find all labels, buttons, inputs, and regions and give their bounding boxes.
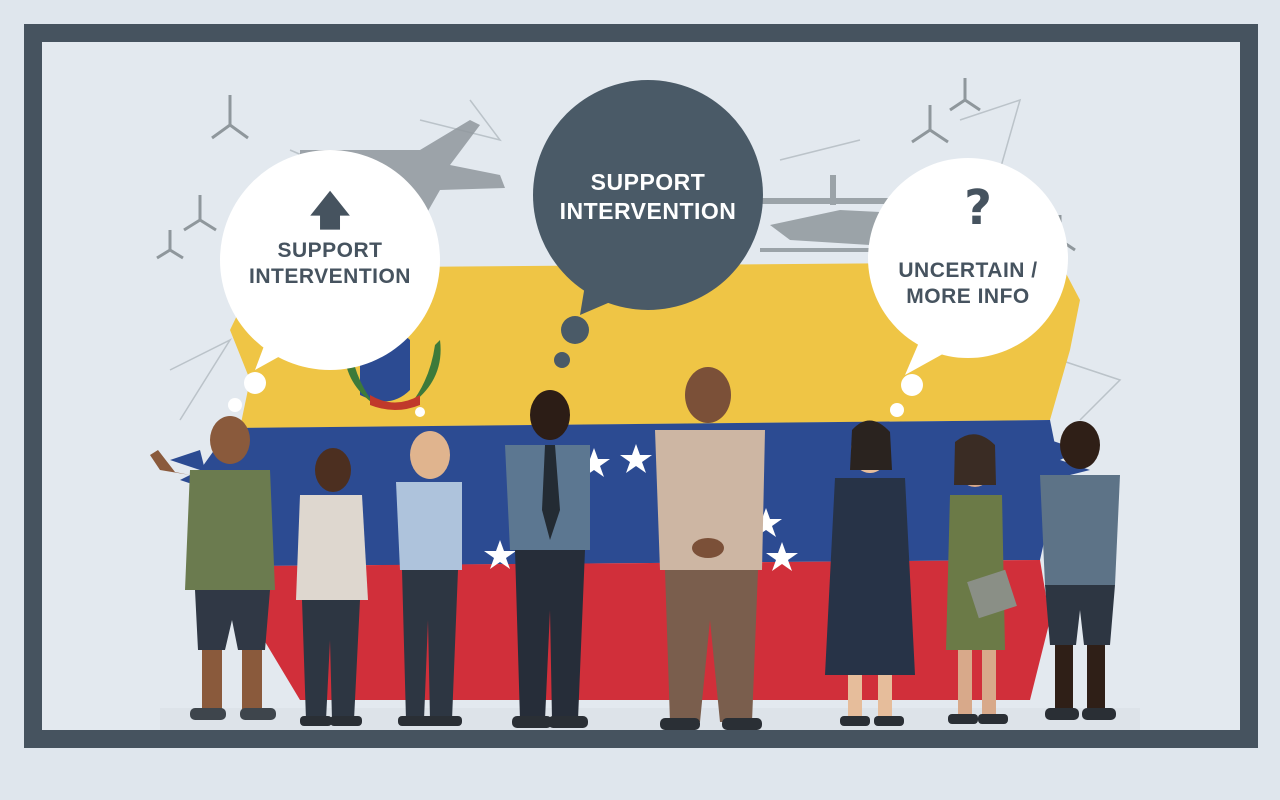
question-mark-icon: ? xyxy=(964,180,992,236)
person xyxy=(396,431,462,726)
bubble-left-line1: SUPPORT xyxy=(277,239,383,262)
helicopter-icon xyxy=(760,175,920,252)
person xyxy=(946,434,1017,724)
bubble-right-line1: UNCERTAIN / xyxy=(898,259,1038,282)
up-arrow-icon: 🡅 xyxy=(309,188,351,234)
speech-bubble-center xyxy=(533,80,763,368)
person xyxy=(1040,421,1120,720)
bubble-center-line2: INTERVENTION xyxy=(559,197,737,224)
person xyxy=(296,448,368,726)
bubble-center-text: SUPPORT INTERVENTION xyxy=(538,168,758,226)
bubble-left-text: SUPPORT INTERVENTION xyxy=(230,238,430,291)
person xyxy=(655,367,765,730)
speech-bubble-left xyxy=(220,150,440,412)
star-icon xyxy=(484,444,798,571)
bubble-center-line1: SUPPORT xyxy=(590,169,706,195)
bubble-right-line2: MORE INFO xyxy=(906,285,1030,309)
fighter-jet-icon xyxy=(300,120,505,225)
person xyxy=(505,390,590,728)
person xyxy=(150,416,276,720)
bubble-left-line2: INTERVENTION xyxy=(249,265,411,289)
bubble-right-text: UNCERTAIN / MORE INFO xyxy=(878,258,1058,311)
person xyxy=(825,420,915,726)
speech-bubble-right xyxy=(415,158,1068,417)
